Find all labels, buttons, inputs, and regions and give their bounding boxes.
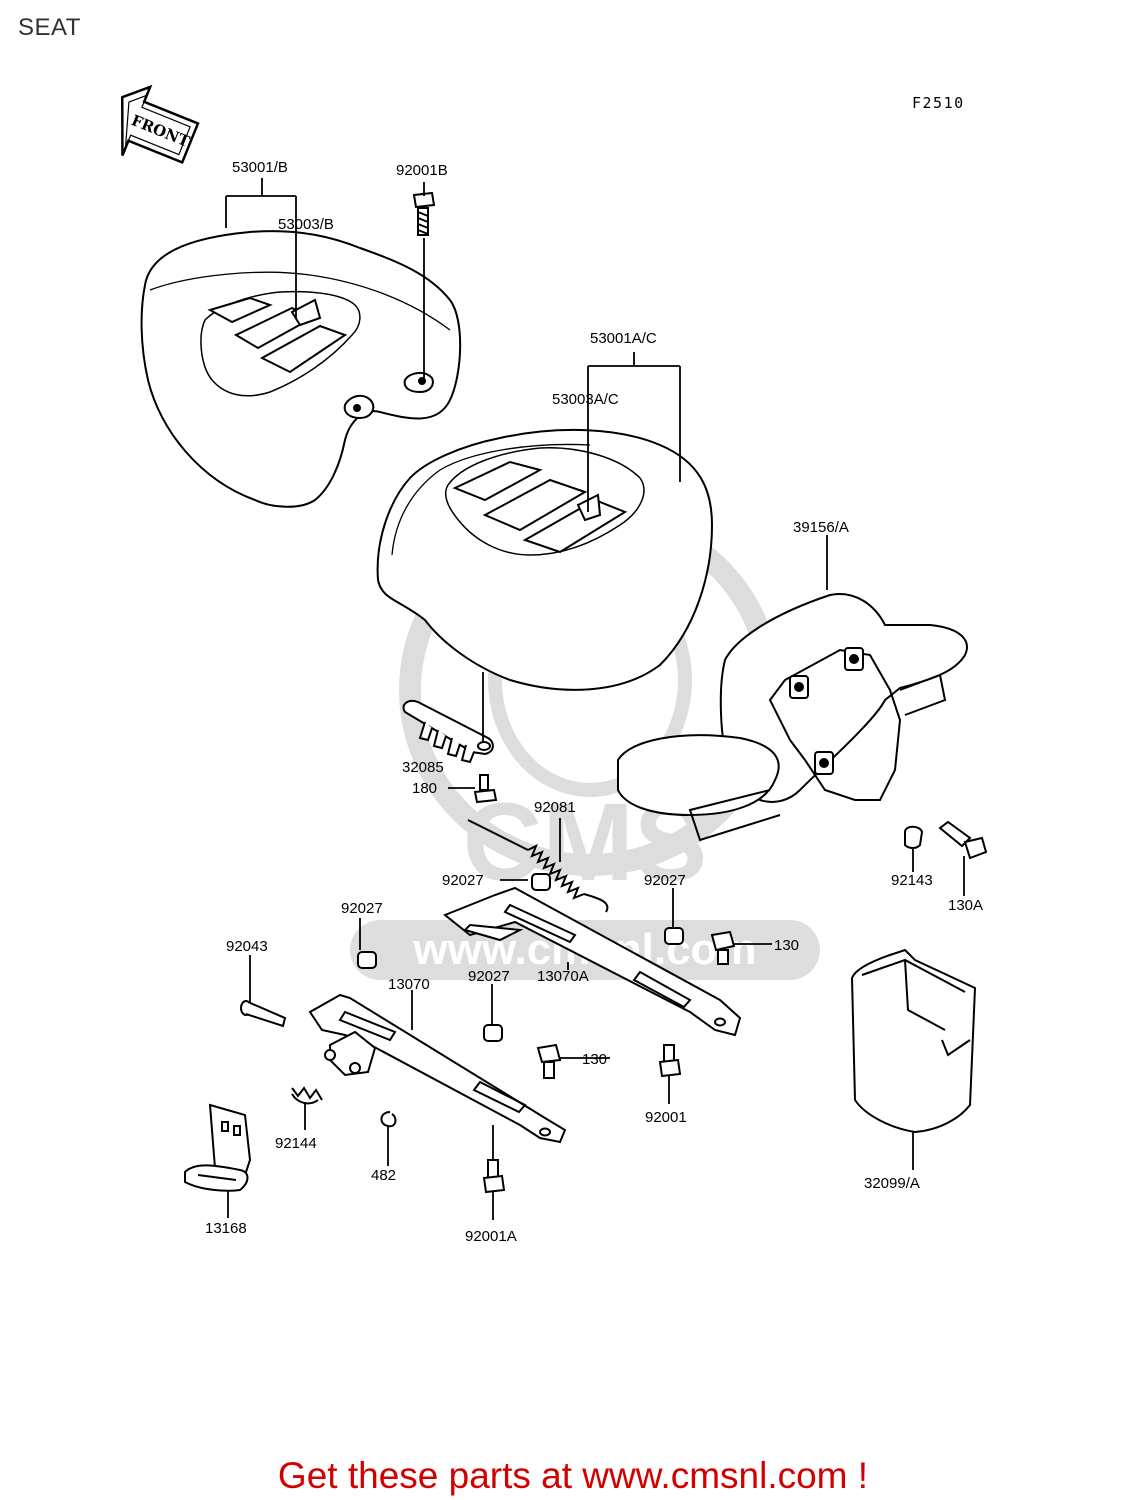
part-label-92001b: 92001B <box>396 162 448 179</box>
part-label-53001ac: 53001A/C <box>590 330 657 347</box>
part-label-92027-a: 92027 <box>442 872 484 889</box>
part-label-482: 482 <box>371 1167 396 1184</box>
part-label-130-lower: 130 <box>582 1051 607 1068</box>
part-label-39156a: 39156/A <box>793 519 849 536</box>
part-label-32085: 32085 <box>402 759 444 776</box>
part-label-92001: 92001 <box>645 1109 687 1126</box>
spring-92081-drawing <box>467 819 609 913</box>
part-label-92027-d: 92027 <box>468 968 510 985</box>
parts-diagram: CMS www.cmsnl.com FRONT F2510 <box>121 84 988 1245</box>
spacer-92027-drawing <box>357 873 684 1042</box>
seat-53001b-drawing <box>140 230 462 508</box>
part-label-180: 180 <box>412 780 437 797</box>
bracket-13168-drawing <box>184 1103 252 1192</box>
front-arrow-icon: FRONT <box>121 84 200 165</box>
lever-13070-drawing <box>308 993 567 1144</box>
part-label-92043: 92043 <box>226 938 268 955</box>
spring-92144-drawing <box>291 1086 323 1105</box>
part-label-130a: 130A <box>948 897 983 914</box>
part-label-53003b: 53003/B <box>278 216 334 233</box>
pin-92043-drawing <box>240 1000 287 1028</box>
part-label-92027-b: 92027 <box>644 872 686 889</box>
cover-32099a-drawing <box>850 948 977 1134</box>
lever-13070a-drawing <box>443 886 742 1037</box>
part-label-92001a: 92001A <box>465 1228 517 1245</box>
part-label-92143: 92143 <box>891 872 933 889</box>
part-label-92144: 92144 <box>275 1135 317 1152</box>
latch-32085-drawing <box>402 699 498 804</box>
part-label-32099a: 32099/A <box>864 1175 920 1192</box>
footer-promo-text: Get these parts at www.cmsnl.com ! <box>277 1455 869 1496</box>
part-label-92027-c: 92027 <box>341 900 383 917</box>
part-label-130-upper: 130 <box>774 937 799 954</box>
part-label-53001b: 53001/B <box>232 159 288 176</box>
part-label-13070: 13070 <box>388 976 430 993</box>
page-title: SEAT <box>18 14 81 41</box>
seat-53001ac-drawing <box>376 428 714 691</box>
part-label-53003ac: 53003A/C <box>552 391 619 408</box>
bolts-drawing <box>412 191 988 1194</box>
part-label-92081: 92081 <box>534 799 576 816</box>
leader-lines <box>225 178 965 1220</box>
part-label-13070a: 13070A <box>537 968 589 985</box>
clip-482-drawing <box>380 1111 397 1128</box>
figure-code: F2510 <box>912 94 965 112</box>
backrest-39156a-drawing <box>617 593 968 842</box>
part-label-13168: 13168 <box>205 1220 247 1237</box>
